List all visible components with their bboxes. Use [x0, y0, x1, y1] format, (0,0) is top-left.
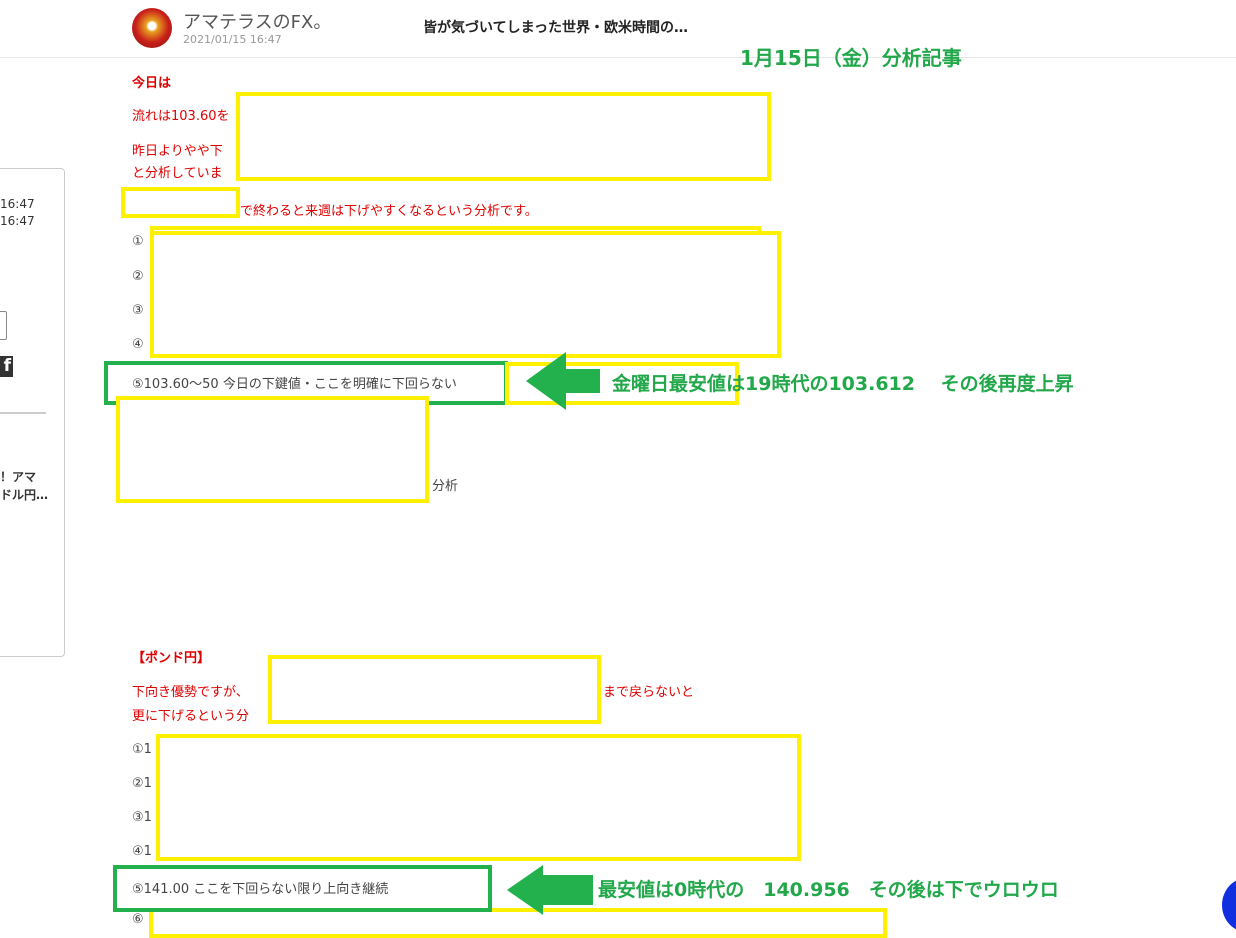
gbp-line: 更に下げるという分 [132, 709, 250, 724]
gbp-line: まで戻らないと [603, 685, 695, 700]
usd-line: 昨日よりやや下 [132, 144, 223, 159]
highlight-box [150, 231, 781, 358]
usd-item: ④ [132, 337, 144, 352]
sidebar-input[interactable] [0, 311, 7, 340]
arrow-left-icon [507, 865, 593, 915]
facebook-icon[interactable]: f [0, 356, 13, 377]
highlight-box [156, 734, 801, 861]
usd-item: ③ [132, 303, 144, 318]
header-divider [0, 57, 1236, 58]
sidebar-card [0, 168, 65, 657]
highlight-box [268, 655, 601, 724]
annotation-box [113, 865, 492, 912]
usd-heading: 今日は [132, 76, 172, 91]
usd-line: と分析していま [132, 166, 223, 181]
gbp-item: ②1 [132, 776, 152, 791]
highlight-box [236, 92, 771, 181]
floating-action-button[interactable] [1222, 878, 1236, 932]
gbp-item: ③1 [132, 810, 152, 825]
sidebar-article-title[interactable]: ドル円… [0, 488, 49, 502]
usd-item: ① [132, 234, 144, 249]
annotation-usd: 金曜日最安値は19時代の103.612 その後再度上昇 [612, 373, 1074, 395]
highlight-box [116, 396, 429, 503]
page-title: 皆が気づいてしまった世界・欧米時間の… [423, 20, 689, 36]
gbp-item: ④1 [132, 844, 152, 859]
gbp-line: 下向き優勢ですが、 [132, 685, 249, 700]
usd-line: で終わると来週は下げやすくなるという分析です。 [240, 204, 538, 219]
usd-line: 流れは103.60を [132, 109, 230, 124]
arrow-left-icon [526, 352, 600, 410]
post-date: 2021/01/15 16:47 [183, 33, 282, 46]
gbp-item-5: ⑤141.00 ここを下回らない限り上向き継続 [132, 882, 389, 897]
gbp-item-6: ⑥ [132, 912, 144, 927]
annotation-gbp: 最安値は0時代の 140.956 その後は下でウロウロ [598, 879, 1059, 901]
usd-tail: 分析 [432, 479, 459, 494]
sidebar-divider [0, 412, 46, 414]
sidebar-time: 16:47 [0, 197, 35, 211]
sidebar-article-title[interactable]: ！アマ [0, 470, 37, 484]
usd-item-5: ⑤103.60～50 今日の下鍵値・ここを明確に下回らない [132, 377, 457, 392]
highlight-box [121, 187, 240, 218]
avatar[interactable] [132, 8, 172, 48]
gbp-item: ①1 [132, 742, 152, 757]
annotation-title: 1月15日（金）分析記事 [740, 46, 962, 70]
gbp-heading: 【ポンド円】 [132, 651, 211, 666]
author-name[interactable]: アマテラスのFX。 [183, 12, 332, 33]
sidebar-time: 16:47 [0, 214, 35, 228]
usd-item: ② [132, 269, 144, 284]
highlight-box [150, 226, 761, 234]
